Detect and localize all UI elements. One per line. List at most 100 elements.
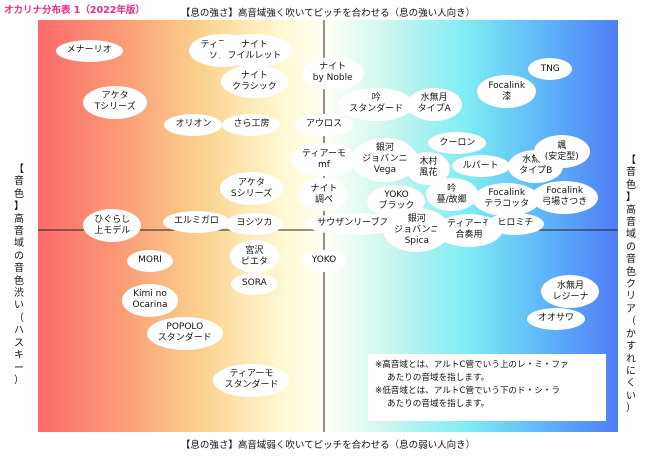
- point-label: POPOLO: [166, 322, 204, 332]
- axis-label-char: い: [626, 390, 636, 402]
- point-label: 漆: [502, 91, 512, 102]
- point-label: タイプB: [519, 166, 553, 177]
- point-label: 調べ: [314, 194, 333, 205]
- point-label: オリオン: [175, 119, 212, 130]
- point-label: 水無月: [420, 93, 448, 104]
- point-label: スタンダード: [224, 380, 279, 391]
- point-label: Tシリーズ: [94, 102, 136, 113]
- point-label: ヨシツカ: [236, 218, 273, 229]
- axis-label-char: ）: [14, 374, 24, 386]
- axis-label-char: す: [626, 341, 636, 353]
- axis-label-char: 音: [14, 176, 24, 188]
- point-label: ジョバンニ: [394, 224, 440, 235]
- ocarina-point: ヒロミチ: [486, 212, 545, 235]
- point-label: メナーリオ: [66, 45, 112, 56]
- point-label: フイルレット: [227, 50, 282, 61]
- ocarina-point: 宮沢ピエタ: [229, 240, 279, 274]
- axis-label-char: 音: [626, 217, 636, 229]
- axis-label-char: 【: [626, 155, 636, 166]
- point-label: TNG: [540, 63, 560, 74]
- point-label: Ocarina: [132, 300, 168, 311]
- point-label: 銀河: [375, 143, 394, 154]
- point-label: エルミガロ: [173, 216, 219, 227]
- point-label: 合奏用: [455, 230, 483, 240]
- ocarina-point: ひぐらし上モデル: [83, 209, 142, 243]
- axis-label-bottom: 【息の強さ】高音域弱く吹いてピッチを合わせる（息の弱い人向き）: [180, 440, 476, 451]
- axis-label-char: ハ: [14, 325, 24, 337]
- axis-label-char: ー: [14, 362, 24, 374]
- axis-label-char: 】: [14, 201, 24, 213]
- axis-label-char: 色: [14, 275, 24, 287]
- ocarina-point: サウザンリーブス: [305, 212, 400, 235]
- point-label: アケタ: [101, 91, 129, 102]
- ocarina-point: 吟スタンダード: [338, 87, 415, 121]
- ocarina-point: ナイトクラシック: [220, 65, 288, 99]
- point-label: 吟: [371, 93, 381, 104]
- ocarina-point: MORI: [127, 249, 173, 272]
- point-label: スタンダード: [349, 104, 404, 115]
- point-label: ルパート: [462, 160, 499, 171]
- point-label: Focalink: [546, 186, 584, 197]
- note-line: ※高音域とは、アルトC管でいう上のレ・ミ・ファ: [375, 360, 569, 370]
- axis-label-char: の: [626, 241, 636, 253]
- point-label: ひぐらし: [94, 214, 131, 225]
- point-label: Kimi no: [133, 289, 167, 300]
- point-label: mf: [318, 159, 330, 170]
- ocarina-point: アウロス: [294, 113, 353, 136]
- axis-label-char: ス: [14, 337, 24, 349]
- ocarina-point: ティアーモ合奏用: [435, 213, 503, 247]
- note-line: あたりの音域を指します。: [387, 399, 490, 409]
- ocarina-point: エルミガロ: [162, 210, 230, 233]
- ocarina-point: ルパート: [451, 155, 510, 178]
- point-label: ティアーモ: [302, 148, 346, 159]
- axis-label-char: の: [14, 250, 24, 262]
- axis-label-char: く: [626, 378, 636, 390]
- axis-label-top: 【息の強さ】高音域強く吹いてピッチを合わせる（息の強い人向き）: [180, 8, 476, 19]
- point-label: ナイト: [319, 62, 347, 73]
- point-label: 弓場さつき: [542, 197, 588, 208]
- axis-label-char: （: [626, 316, 636, 328]
- point-label: 木村: [419, 157, 438, 168]
- point-label: SORA: [241, 278, 267, 289]
- point-label: ティアーモ: [229, 369, 274, 380]
- ocarina-point: SORA: [230, 272, 278, 295]
- axis-label-char: 域: [626, 229, 636, 241]
- note-line: ※低音域とは、アルトC管でいう下のド・シ・ラ: [375, 386, 560, 396]
- axis-label-char: 色: [626, 266, 636, 278]
- ocarina-point: ナイト調べ: [299, 178, 349, 212]
- ocarina-point: オオサワ: [526, 307, 585, 330]
- point-label: 蔓/故郷: [436, 194, 467, 205]
- ocarina-point: さら工房: [222, 113, 281, 136]
- axis-label-char: 渋: [14, 288, 24, 300]
- axis-label-char: 音: [14, 226, 24, 238]
- ocarina-point: メナーリオ: [55, 39, 123, 62]
- point-label: ナイト: [240, 70, 268, 81]
- point-label: さら工房: [233, 119, 270, 130]
- point-label: 宮沢: [245, 245, 264, 256]
- point-label: ナイト: [240, 39, 268, 50]
- ocarina-point: ナイトフイルレット: [216, 34, 293, 68]
- axis-label-char: 域: [14, 238, 24, 250]
- point-label: 水無月: [556, 280, 584, 291]
- point-label: ブラック: [378, 201, 415, 212]
- axis-label-char: 】: [626, 192, 636, 204]
- point-label: クラシック: [231, 81, 277, 92]
- ocarina-point: 木村風花: [406, 151, 451, 185]
- point-label: Sシリーズ: [230, 188, 273, 199]
- point-label: Spica: [404, 235, 429, 246]
- point-label: ピエタ: [240, 256, 268, 267]
- point-label: MORI: [138, 255, 162, 266]
- note-line: あたりの音域を指します。: [387, 373, 490, 383]
- point-label: 上モデル: [94, 225, 131, 236]
- point-label: 水無月: [522, 155, 550, 166]
- axis-label-char: 【: [14, 164, 24, 175]
- point-label: レジーナ: [552, 291, 589, 302]
- chart-title: オカリナ分布表 1（2022年版）: [4, 5, 145, 16]
- ocarina-point: YOKO: [300, 249, 348, 272]
